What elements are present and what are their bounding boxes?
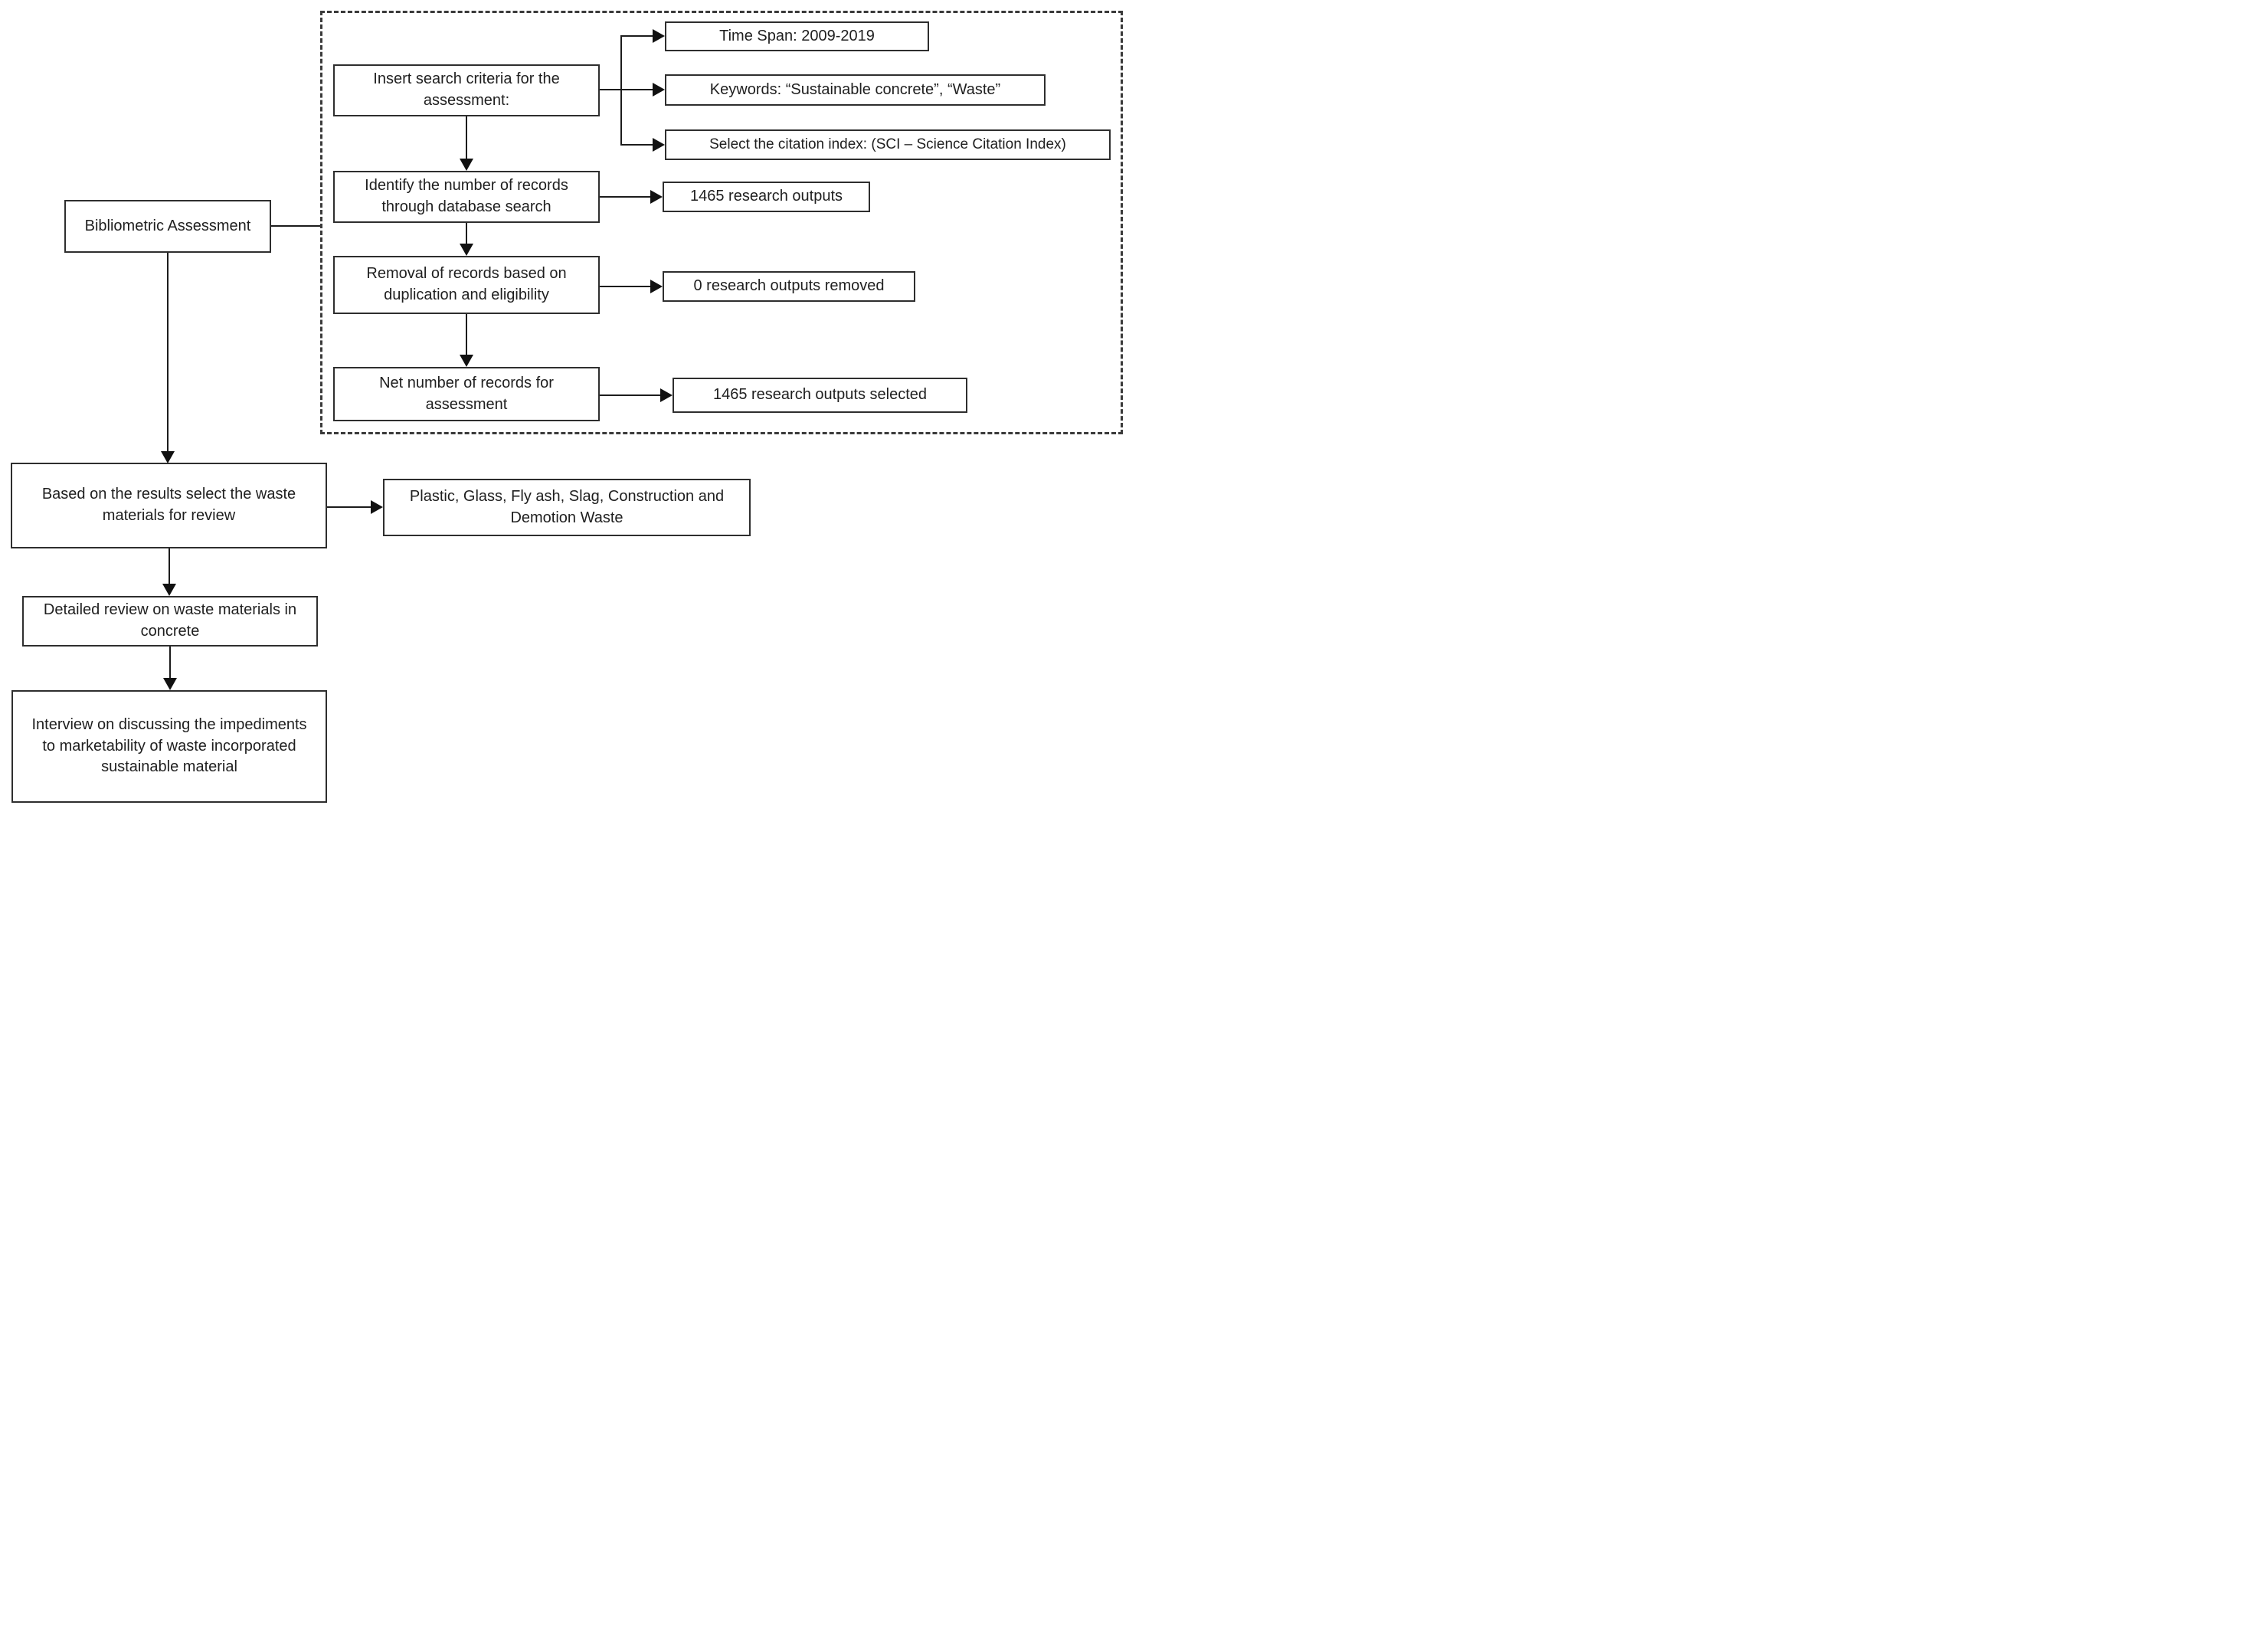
connector-select-waste-to-detailed-line — [169, 548, 170, 584]
arrowhead-right-waste-list — [371, 500, 383, 514]
arrowhead-down-detailed — [162, 584, 176, 596]
node-research-outputs-found: 1465 research outputs — [663, 182, 870, 212]
connector-select-waste-to-list-line — [327, 506, 371, 508]
arrowhead-right-outputs-removed — [650, 280, 663, 293]
arrowhead-down-select-waste — [161, 451, 175, 463]
flowchart-canvas: Bibliometric Assessment Insert search cr… — [0, 0, 1134, 813]
node-research-outputs-removed: 0 research outputs removed — [663, 271, 915, 302]
arrowhead-down-removal — [460, 244, 473, 256]
connector-identify-to-outputs-line — [600, 196, 650, 198]
bibliometric-dashed-container — [320, 11, 1123, 434]
connector-removal-to-removed-line — [600, 286, 650, 287]
connector-bibliometric-to-container — [271, 225, 320, 227]
node-insert-search-criteria: Insert search criteria for the assessmen… — [333, 64, 600, 116]
arrowhead-right-outputs-found — [650, 190, 663, 204]
node-removal-of-records: Removal of records based on duplication … — [333, 256, 600, 314]
node-keywords: Keywords: “Sustainable concrete”, “Waste… — [665, 74, 1046, 106]
node-net-records: Net number of records for assessment — [333, 367, 600, 421]
connector-branch-to-keywords — [620, 89, 653, 90]
connector-removal-to-net-line — [466, 314, 467, 355]
node-waste-materials-list: Plastic, Glass, Fly ash, Slag, Construct… — [383, 479, 751, 536]
arrowhead-down-identify — [460, 159, 473, 171]
connector-insert-to-branch — [600, 89, 622, 90]
connector-bibliometric-to-select-waste-line — [167, 253, 169, 451]
node-detailed-review: Detailed review on waste materials in co… — [22, 596, 318, 647]
arrowhead-down-interview — [163, 678, 177, 690]
connector-detailed-to-interview-line — [169, 647, 171, 679]
connector-net-to-selected-line — [600, 394, 660, 396]
node-bibliometric-assessment: Bibliometric Assessment — [64, 200, 271, 253]
branch-trunk-line — [620, 35, 622, 146]
node-time-span: Time Span: 2009-2019 — [665, 21, 929, 51]
node-interview: Interview on discussing the impediments … — [11, 690, 327, 803]
arrowhead-right-citation — [653, 138, 665, 152]
arrowhead-down-net — [460, 355, 473, 367]
arrowhead-right-keywords — [653, 83, 665, 97]
node-research-outputs-selected: 1465 research outputs selected — [673, 378, 967, 413]
connector-insert-to-identify-line — [466, 116, 467, 159]
node-identify-records: Identify the number of records through d… — [333, 171, 600, 223]
arrowhead-right-outputs-selected — [660, 388, 673, 402]
arrowhead-right-time-span — [653, 29, 665, 43]
node-select-waste-materials: Based on the results select the waste ma… — [11, 463, 327, 548]
connector-identify-to-removal-line — [466, 223, 467, 244]
connector-branch-to-citation — [620, 144, 653, 146]
node-citation-index: Select the citation index: (SCI – Scienc… — [665, 129, 1111, 160]
connector-branch-to-time-span — [620, 35, 653, 37]
